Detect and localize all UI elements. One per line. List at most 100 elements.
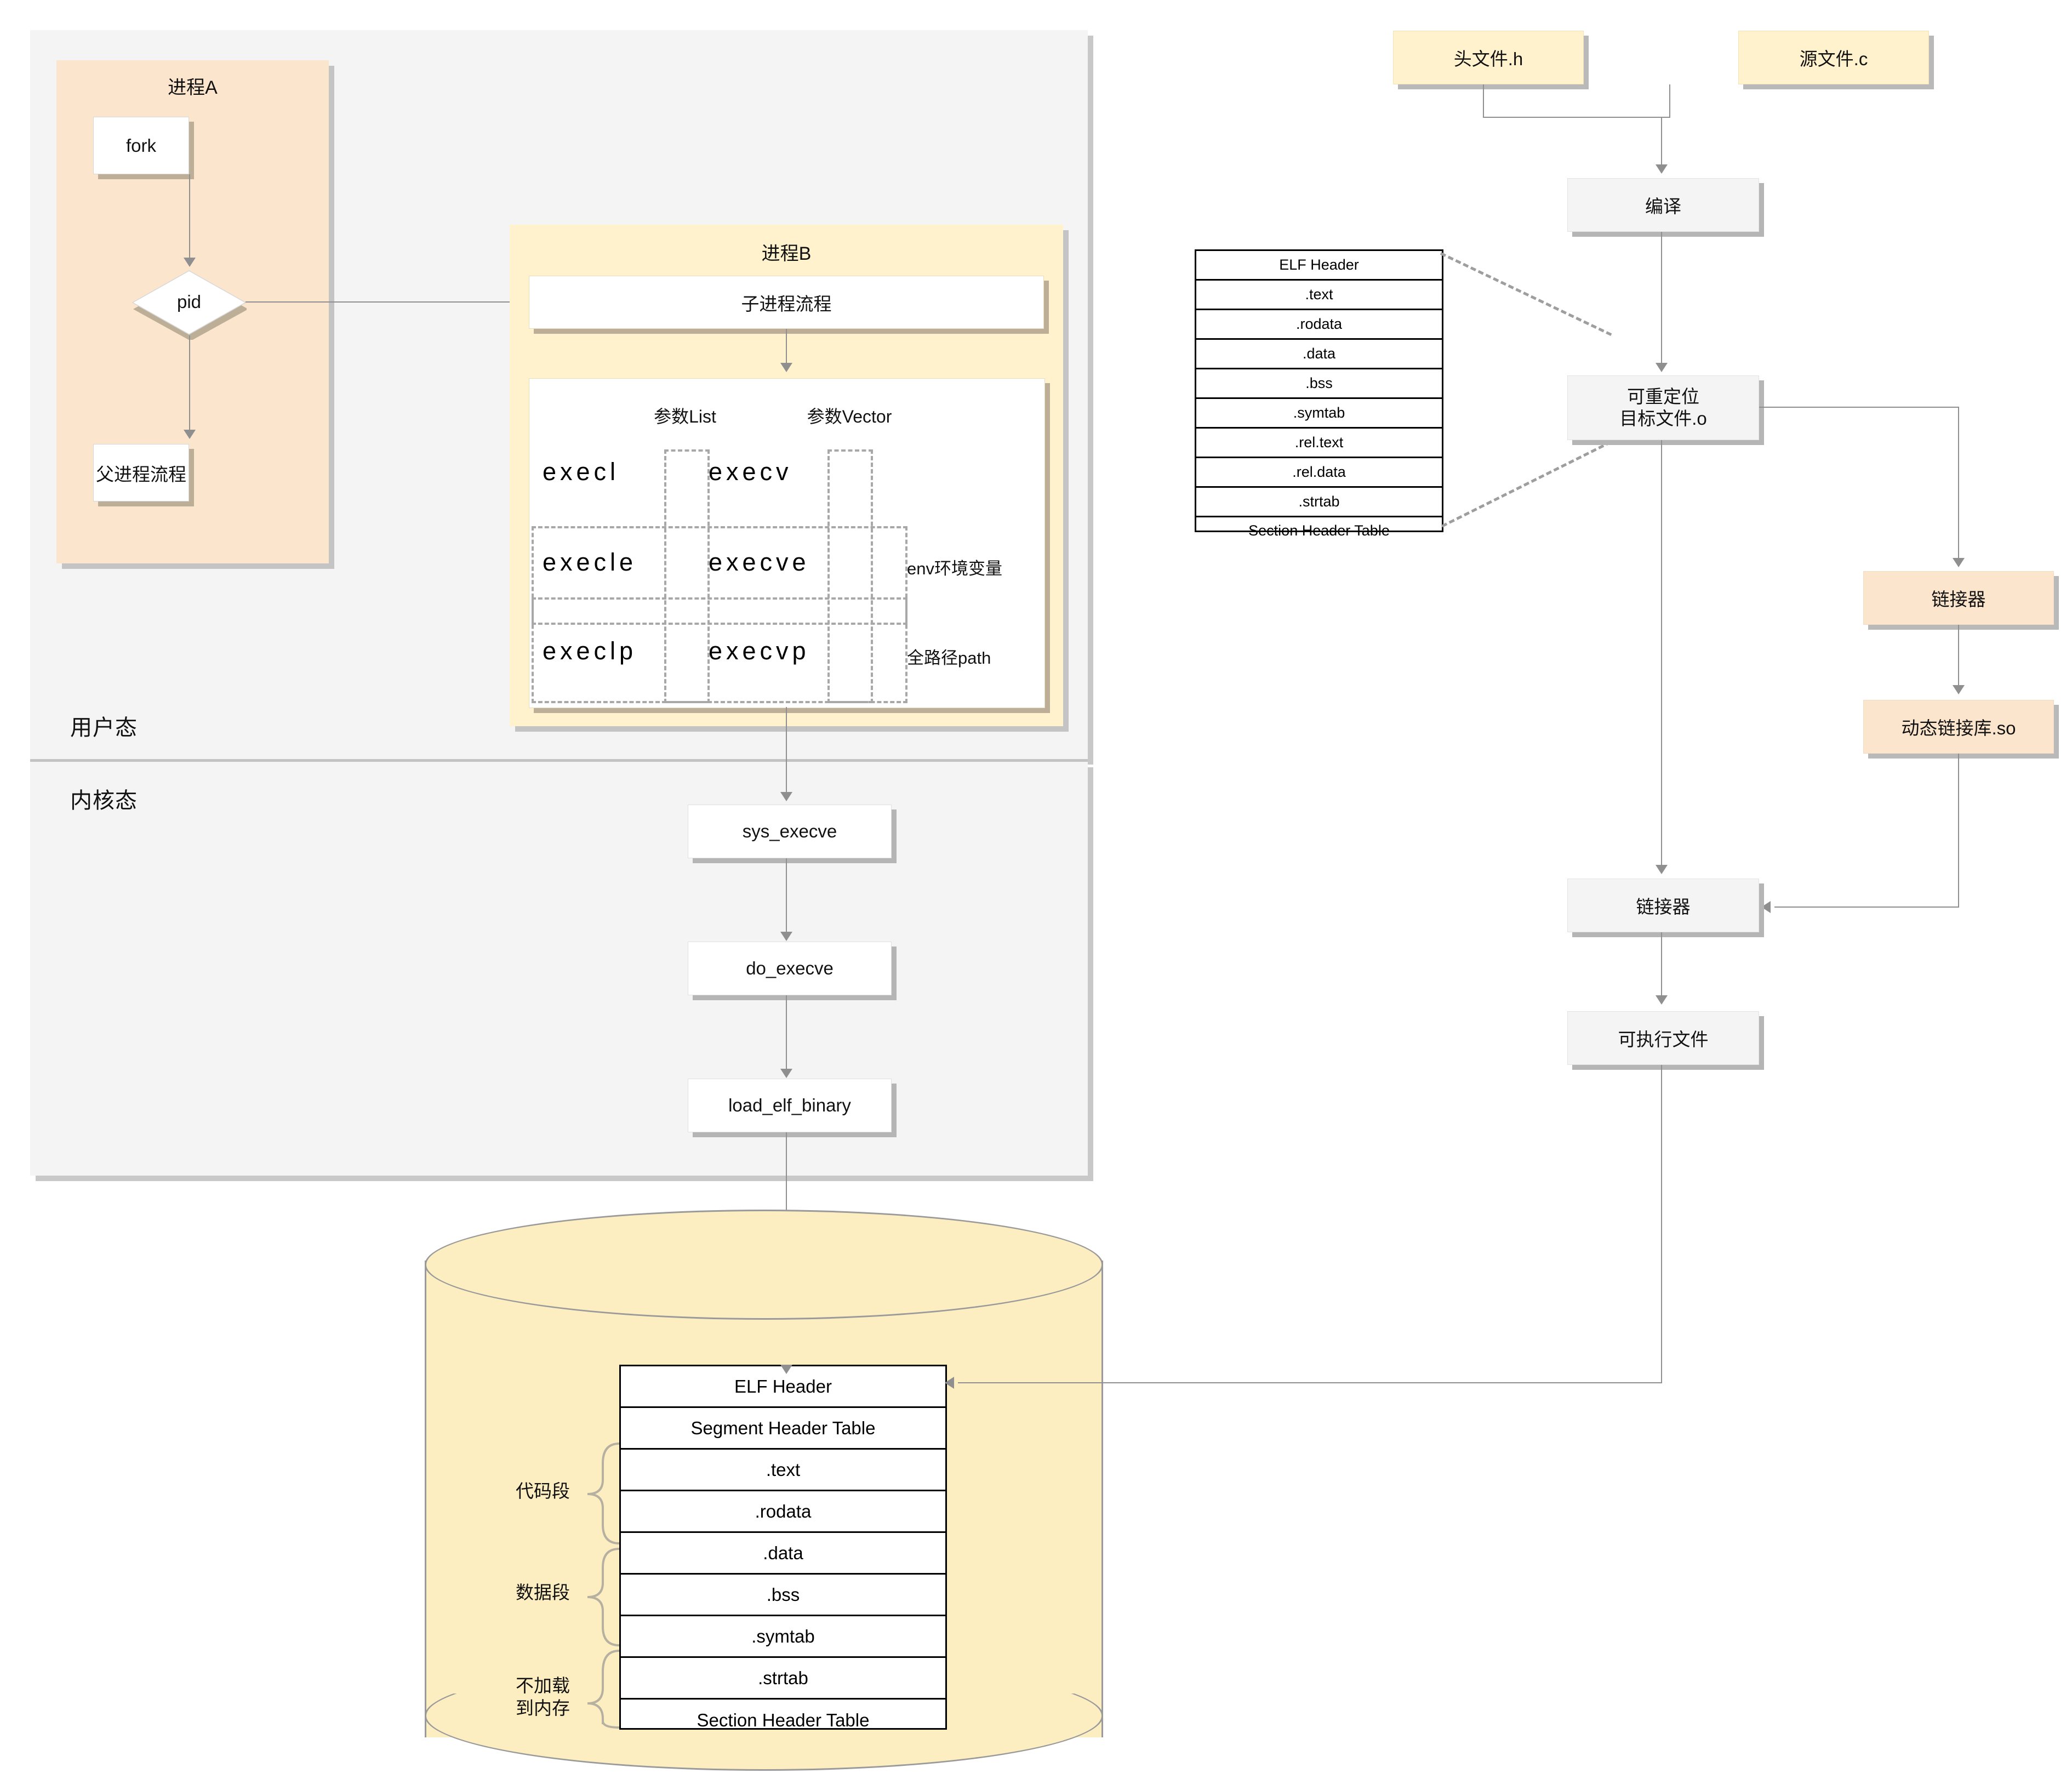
load-elf-binary-node[interactable]: load_elf_binary — [688, 1079, 892, 1132]
exec-cell-execle: execle — [543, 548, 637, 576]
object-section-row: .data — [1196, 340, 1442, 369]
brace-label-data-segment: 数据段 — [516, 1582, 570, 1603]
dashed-box-e-row — [532, 526, 907, 625]
pid-decision[interactable]: pid — [132, 270, 247, 340]
callout-line-top — [1440, 252, 1612, 337]
brace-label-code-segment: 代码段 — [516, 1481, 570, 1501]
arrow-doexecve-to-loadelf — [780, 1069, 792, 1078]
arrow-pid-to-parent — [184, 430, 196, 439]
exec-cell-execve: execve — [709, 548, 810, 576]
memory-section-row: ELF Header — [621, 1366, 945, 1408]
memory-section-row: Section Header Table — [697, 1709, 870, 1730]
arrow-finallinker-to-executable — [1656, 995, 1668, 1005]
do-execve-node[interactable]: do_execve — [688, 942, 892, 995]
arrow-right-to-linker — [1953, 558, 1965, 567]
child-flow-label: 子进程流程 — [741, 293, 832, 314]
user-mode-label: 用户态 — [70, 716, 138, 740]
exec-cell-execlp: execlp — [543, 637, 637, 665]
brace-label-not-loaded-line2: 到内存 — [516, 1698, 570, 1719]
arrow-compile-to-relocatable — [1656, 363, 1668, 372]
memory-section-row: .text — [621, 1450, 945, 1491]
object-section-row: Section Header Table — [1248, 522, 1390, 539]
arrow-loadelf-to-memory — [780, 1365, 792, 1374]
arrow-merge-to-compile — [1656, 164, 1668, 174]
connector-linker-to-so — [1958, 625, 1959, 688]
header-file-node[interactable]: 头文件.h — [1393, 31, 1584, 84]
exec-cell-execl: execl — [543, 458, 620, 486]
exec-col-header-vector: 参数Vector — [807, 407, 892, 426]
memory-section-row: Segment Header Table — [621, 1408, 945, 1450]
memory-section-row: .symtab — [621, 1616, 945, 1658]
callout-line-bottom — [1441, 441, 1612, 528]
load-elf-binary-label: load_elf_binary — [728, 1095, 851, 1115]
parent-flow-node[interactable]: 父进程流程 — [93, 444, 189, 501]
relocatable-label-line2: 目标文件.o — [1619, 408, 1707, 429]
final-linker-node[interactable]: 链接器 — [1567, 879, 1759, 932]
arrow-sysexecve-to-doexecve — [780, 932, 792, 941]
arrow-relocatable-to-finallinker — [1656, 865, 1668, 874]
arrow-executable-to-memory — [945, 1377, 954, 1389]
relocatable-object-node[interactable]: 可重定位 目标文件.o — [1567, 375, 1759, 440]
object-section-row: .bss — [1196, 369, 1442, 399]
final-linker-label: 链接器 — [1636, 897, 1691, 917]
executable-node[interactable]: 可执行文件 — [1567, 1011, 1759, 1065]
exec-note-env: env环境变量 — [907, 559, 1002, 578]
connector-childflow-to-exec — [786, 329, 787, 366]
connector-executable-to-memory — [958, 1382, 1662, 1383]
compile-label: 编译 — [1645, 196, 1681, 216]
connector-source-down — [1669, 84, 1670, 117]
source-file-node[interactable]: 源文件.c — [1738, 31, 1929, 84]
process-a-title: 进程A — [168, 77, 218, 98]
connector-header-down — [1483, 84, 1484, 117]
brace-label-not-loaded: 不加载 到内存 — [455, 1674, 570, 1720]
child-flow-node[interactable]: 子进程流程 — [529, 276, 1044, 329]
connector-right-down-to-linker — [1958, 407, 1959, 560]
memory-section-row: .rodata — [621, 1491, 945, 1533]
object-section-row: ELF Header — [1196, 251, 1442, 281]
arrow-so-to-finallinker — [1761, 901, 1771, 913]
dynamic-library-node[interactable]: 动态链接库.so — [1863, 700, 2054, 754]
memory-section-row: .strtab — [621, 1658, 945, 1700]
connector-relocatable-to-finallinker — [1661, 440, 1662, 868]
header-file-label: 头文件.h — [1453, 49, 1523, 69]
exec-note-path: 全路径path — [907, 648, 991, 668]
object-file-table: ELF Header .text .rodata .data .bss .sym… — [1195, 249, 1443, 539]
exec-family-box — [529, 378, 1045, 708]
mode-divider — [30, 759, 1088, 762]
process-b-title: 进程B — [761, 243, 812, 264]
object-section-row: .rel.data — [1196, 458, 1442, 488]
arrow-fork-to-pid — [184, 258, 196, 267]
connector-doexecve-to-loadelf — [786, 995, 787, 1072]
exec-col-header-list: 参数List — [654, 407, 716, 426]
sys-execve-node[interactable]: sys_execve — [688, 805, 892, 858]
connector-sysexecve-to-doexecve — [786, 858, 787, 935]
object-section-row: .rodata — [1196, 310, 1442, 340]
arrow-exec-to-sysexecve — [780, 792, 792, 801]
connector-pid-to-processb — [246, 301, 520, 303]
sys-execve-label: sys_execve — [742, 821, 837, 841]
connector-fork-to-pid — [189, 174, 190, 259]
connector-merge-to-compile — [1661, 117, 1662, 169]
arrow-childflow-to-exec — [780, 363, 792, 372]
fork-label: fork — [125, 135, 156, 156]
exec-cell-execv: execv — [709, 458, 792, 486]
executable-label: 可执行文件 — [1618, 1029, 1709, 1050]
memory-elf-table: ELF Header Segment Header Table .text .r… — [619, 1365, 947, 1730]
dynamic-library-label: 动态链接库.so — [1901, 718, 2016, 738]
dashed-box-p-row — [532, 597, 907, 703]
connector-finallinker-to-executable — [1661, 932, 1662, 998]
connector-pid-to-parent — [189, 335, 190, 431]
parent-flow-label: 父进程流程 — [96, 464, 186, 484]
connector-so-down — [1958, 754, 1959, 907]
kernel-mode-panel — [30, 762, 1088, 1176]
relocatable-label-line1: 可重定位 — [1627, 386, 1699, 407]
object-section-row: .strtab — [1196, 488, 1442, 517]
compile-node[interactable]: 编译 — [1567, 178, 1759, 232]
fork-node[interactable]: fork — [93, 117, 189, 174]
connector-so-to-finallinker — [1774, 907, 1959, 908]
dynamic-linker-node[interactable]: 链接器 — [1863, 571, 2054, 625]
object-section-row: .text — [1196, 281, 1442, 310]
brace-label-not-loaded-line1: 不加载 — [516, 1675, 570, 1696]
connector-exec-to-sysexecve — [786, 707, 787, 795]
